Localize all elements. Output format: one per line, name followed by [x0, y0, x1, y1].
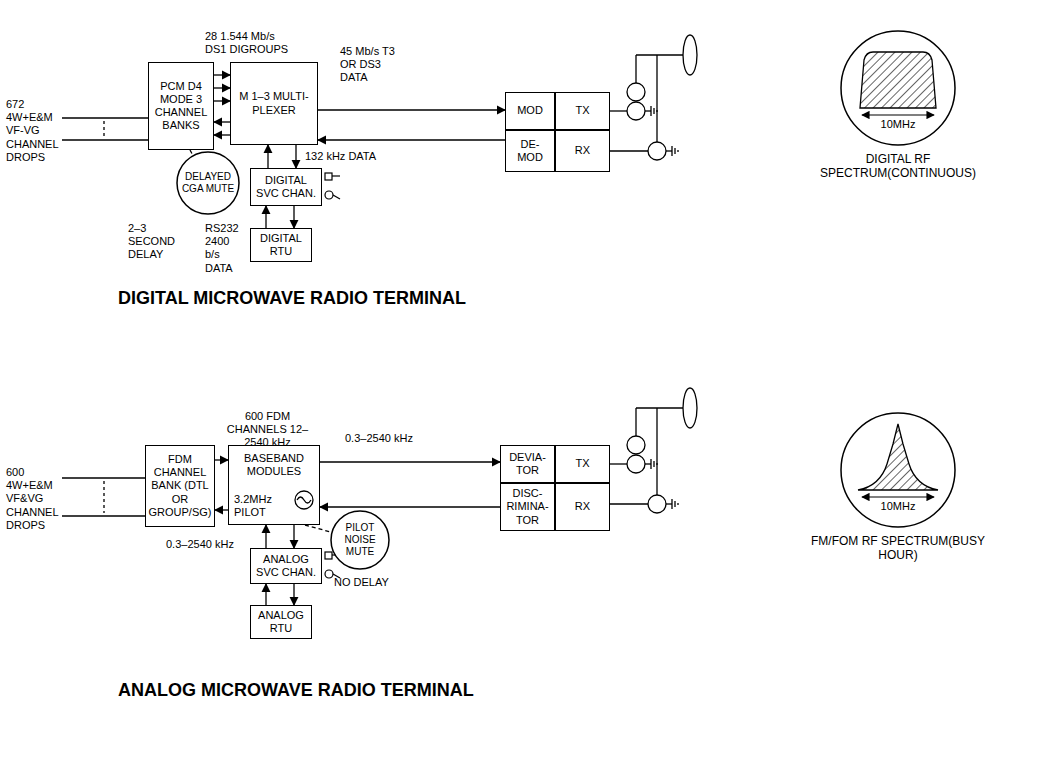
signal-arrow	[267, 145, 268, 168]
multiplexer-box: M 1–3 MULTI- PLEXER	[230, 62, 318, 145]
discriminator-box: DISC- RIMINA- TOR	[500, 483, 555, 531]
section-heading: DIGITAL MICROWAVE RADIO TERMINAL	[118, 288, 538, 310]
receiver-box: RX	[555, 130, 610, 172]
signal-arrow	[215, 509, 228, 510]
circle-outline	[841, 31, 955, 145]
signal-arrow	[265, 525, 266, 548]
channel-drops-label: 672 4W+E&M VF-VG CHANNEL DROPS	[6, 98, 60, 164]
node-text: PCM D4 MODE 3 CHANNEL BANKS	[151, 80, 211, 133]
signal-arrow	[293, 584, 294, 605]
signal-label: RS232 2400 b/s DATA	[205, 222, 245, 275]
channel-drop-lines	[62, 118, 148, 516]
signal-arrow	[214, 74, 230, 75]
circle-outline	[177, 152, 239, 214]
dashed-control-line	[190, 150, 193, 156]
node-text: TX	[575, 104, 589, 117]
node-text: DEVIA- TOR	[503, 451, 552, 477]
service-channel-box: DIGITAL SVC CHAN.	[250, 168, 322, 206]
signal-arrow	[293, 525, 294, 548]
node-text: PILOT NOISE MUTE	[330, 522, 390, 558]
signal-arrow	[265, 584, 266, 605]
channel-bank-box: PCM D4 MODE 3 CHANNEL BANKS	[148, 62, 214, 150]
antenna-system	[610, 388, 697, 513]
note-label: 2–3 SECOND DELAY	[128, 222, 178, 262]
rtu-box: ANALOG RTU	[250, 605, 312, 639]
spectrum-caption: DIGITAL RF SPECTRUM(CONTINUOUS)	[790, 152, 1006, 181]
signal-label: 28 1.544 Mb/s DS1 DIGROUPS	[205, 30, 293, 56]
bandwidth-arrow	[862, 114, 934, 115]
node-text: ANALOG SVC CHAN.	[253, 553, 319, 579]
signal-arrow	[214, 121, 230, 122]
node-text: DIGITAL SVC CHAN.	[253, 174, 319, 200]
node-text: DIGITAL RTU	[253, 232, 309, 258]
note-label: NO DELAY	[334, 576, 404, 589]
signal-arrow	[295, 145, 296, 168]
spectrum-shape	[860, 52, 936, 108]
circle-outline	[841, 413, 955, 527]
node-text: TX	[575, 457, 589, 470]
rtu-box: DIGITAL RTU	[250, 228, 312, 262]
signal-arrow	[320, 461, 500, 462]
transmitter-box: TX	[555, 92, 610, 130]
node-text: 10MHz	[840, 500, 956, 513]
signal-arrow	[320, 506, 500, 507]
frequency-label: 0.3–2540 kHz	[345, 432, 445, 445]
node-text: FDM CHANNEL BANK (DTL OR GROUP/SG)	[148, 453, 212, 519]
node-text: ANALOG RTU	[253, 609, 309, 635]
dashed-control-line	[305, 525, 332, 532]
section-heading: ANALOG MICROWAVE RADIO TERMINAL	[118, 680, 538, 702]
transmitter-box: TX	[555, 445, 610, 483]
channel-bank-box: FDM CHANNEL BANK (DTL OR GROUP/SG)	[145, 445, 215, 527]
node-text: 10MHz	[840, 118, 956, 131]
node-text: RX	[575, 500, 590, 513]
baseband-box: BASEBAND MODULES 3.2MHz PILOT	[228, 445, 320, 525]
demodulator-box: DE- MOD	[505, 130, 555, 172]
node-text: RX	[575, 144, 590, 157]
node-text: DELAYED CGA MUTE	[176, 171, 240, 195]
spectrum-shape	[858, 424, 938, 490]
signal-arrow	[318, 139, 505, 140]
frequency-label: 0.3–2540 kHz	[166, 538, 246, 551]
signal-label: 132 kHz DATA	[305, 150, 395, 163]
deviator-box: DEVIA- TOR	[500, 445, 555, 483]
service-channel-box: ANALOG SVC CHAN.	[250, 548, 322, 584]
node-text: 3.2MHz PILOT	[234, 493, 280, 519]
oscillator-symbol	[295, 491, 313, 509]
modulator-box: MOD	[505, 92, 555, 130]
antenna-system	[610, 35, 697, 160]
channel-drops-label: 600 4W+E&M VF&VG CHANNEL DROPS	[6, 466, 60, 532]
signal-arrow	[214, 100, 230, 101]
signal-arrow	[318, 109, 505, 110]
spectrum-circle: 10MHzFM/FOM RF SPECTRUM(BUSY HOUR)	[840, 412, 956, 528]
mute-callout: PILOT NOISE MUTE	[330, 510, 390, 570]
signal-arrow	[214, 87, 230, 88]
mute-callout: DELAYED CGA MUTE	[176, 151, 240, 215]
signal-arrow	[214, 134, 230, 135]
signal-arrow	[265, 206, 266, 228]
bandwidth-arrow	[862, 496, 934, 497]
spectrum-caption: FM/FOM RF SPECTRUM(BUSY HOUR)	[790, 534, 1006, 563]
signal-arrow	[215, 459, 228, 460]
spectrum-circle: 10MHzDIGITAL RF SPECTRUM(CONTINUOUS)	[840, 30, 956, 146]
handset-speaker-icons	[325, 173, 340, 578]
node-text: MOD	[517, 104, 543, 117]
node-text: DE- MOD	[508, 138, 552, 164]
node-text: BASEBAND MODULES	[233, 452, 315, 478]
node-text: DISC- RIMINA- TOR	[503, 487, 552, 527]
signal-label: 45 Mb/s T3 OR DS3 DATA	[340, 45, 398, 85]
node-text: M 1–3 MULTI- PLEXER	[233, 90, 315, 116]
signal-arrow	[293, 206, 294, 228]
receiver-box: RX	[555, 483, 610, 531]
signal-label: 600 FDM CHANNELS 12–2540 kHz	[215, 410, 320, 450]
circle-outline	[331, 511, 389, 569]
